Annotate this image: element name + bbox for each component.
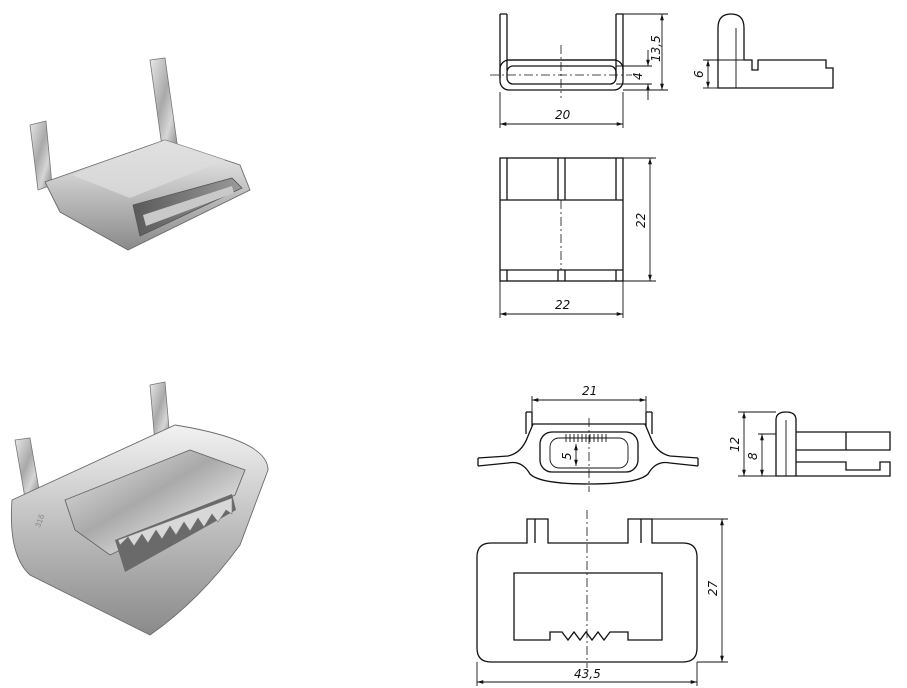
buckle-photo-2: 316: [10, 381, 269, 636]
drawing-1-side-view: [703, 13, 834, 89]
dim-top-height: 13,5: [649, 35, 663, 62]
dim-bottom-plan-width: 43,5: [574, 667, 601, 681]
dim-top-plan-height: 22: [634, 213, 648, 228]
dim-bottom-slot: 5: [560, 452, 574, 460]
dim-bottom-opening: 21: [582, 384, 597, 398]
drawing-1-plan-view: [499, 157, 656, 318]
buckle-photo-1: [29, 57, 251, 251]
dim-top-side-height: 6: [692, 70, 706, 78]
drawing-2-side-view: [738, 411, 891, 477]
dim-bottom-side-outer: 12: [728, 437, 742, 452]
drawing-2-plan-view: [476, 510, 728, 686]
svg-text:316: 316: [33, 513, 46, 529]
dim-top-plan-width: 22: [555, 298, 570, 312]
dim-bottom-side-inner: 8: [746, 452, 760, 460]
drawing-2-front-view: [477, 396, 699, 492]
dim-bottom-plan-height: 27: [706, 580, 720, 596]
dim-top-width: 20: [555, 108, 571, 122]
dim-top-slot: 4: [631, 72, 645, 80]
drawing-1-front-view: [490, 13, 668, 128]
